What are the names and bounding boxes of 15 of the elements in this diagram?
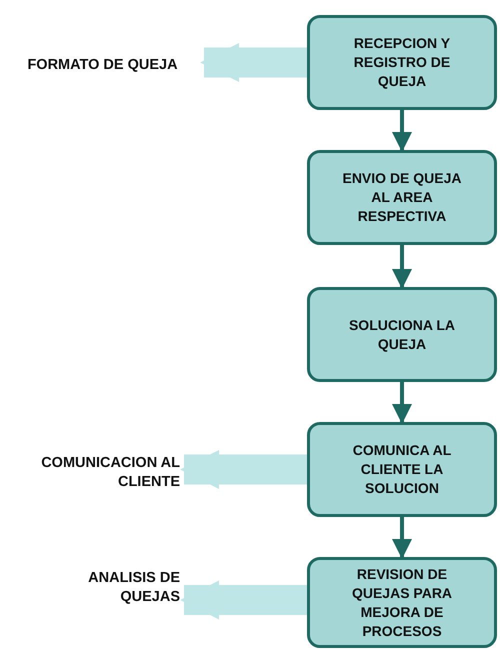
block-arrow bbox=[200, 43, 307, 82]
arrow bbox=[392, 110, 412, 152]
output-label: COMUNICACION AL CLIENTE bbox=[20, 448, 180, 498]
process-box: RECEPCION Y REGISTRO DE QUEJA bbox=[307, 15, 497, 110]
process-box: SOLUCIONA LA QUEJA bbox=[307, 287, 497, 382]
process-box: REVISION DE QUEJAS PARA MEJORA DE PROCESOS bbox=[307, 557, 497, 648]
arrow bbox=[392, 382, 412, 424]
block-arrow bbox=[180, 450, 307, 489]
process-box: ENVIO DE QUEJA AL AREA RESPECTIVA bbox=[307, 150, 497, 245]
output-label: ANALISIS DE QUEJAS bbox=[40, 565, 180, 610]
output-label: FORMATO DE QUEJA bbox=[5, 45, 200, 85]
arrow bbox=[392, 245, 412, 289]
process-box: COMUNICA AL CLIENTE LA SOLUCION bbox=[307, 422, 497, 517]
block-arrow bbox=[180, 580, 307, 620]
arrow bbox=[392, 517, 412, 559]
